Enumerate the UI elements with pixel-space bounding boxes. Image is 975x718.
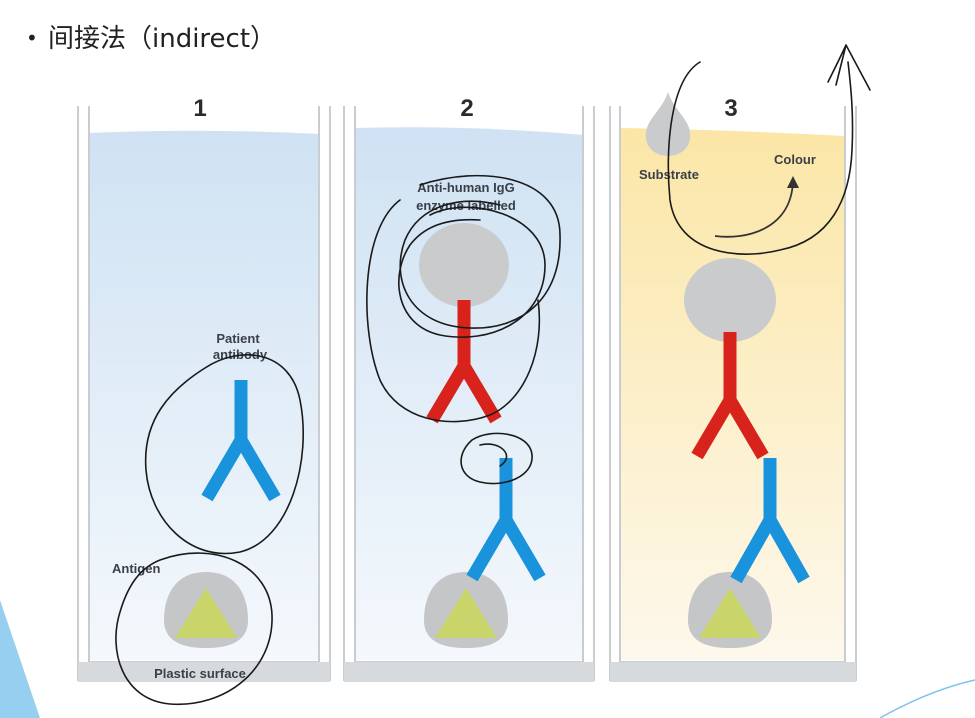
ink-arrow-up [827,44,871,91]
well-3-base [610,662,856,682]
well-2-base [344,662,594,682]
well-1-liquid [89,130,320,660]
antigen-triangle-3 [699,588,761,638]
panel-number-1: 1 [193,95,206,122]
ink-scribble-conjugate-loop [366,199,541,423]
panel-1: 1 Patient antibody Antigen Plastic surfa… [77,95,331,706]
ink-scribble-conjugate-inner [398,206,546,338]
enzyme-2 [419,223,509,307]
panel-2: 2 Anti-human IgG enzyme labelled [343,95,595,682]
antigen-triangle-1 [175,588,237,638]
well-2-liquid [355,127,584,661]
label-conjugate-line2: enzyme labelled [416,198,516,213]
ink-loop-substrate-to-colour [667,61,854,255]
patient-antibody-1 [201,380,281,502]
panel-number-3: 3 [724,95,737,122]
patient-antibody-3 [730,458,810,584]
patient-antibody-2 [466,458,546,582]
conjugate-antibody-3 [691,332,769,460]
label-colour: Colour [774,152,816,167]
conjugate-antibody-2 [426,300,502,424]
label-plastic-surface: Plastic surface [154,666,246,681]
substrate-drop [645,92,691,156]
ink-circle-antibody [144,354,304,555]
colour-arrow [714,179,794,238]
ink-scribble-conjugate-outer [399,174,561,329]
title-text: 间接法（indirect） [48,24,277,54]
panel-3: 3 Substrate Colour [609,44,871,682]
ink-circle-antibody-tip [460,432,533,485]
label-conjugate-line1: Anti-human IgG [417,180,515,195]
slide-accent-right [879,679,975,718]
bullet-marker: • [26,26,38,50]
panel-number-2: 2 [460,95,473,122]
enzyme-3 [684,258,776,342]
ink-circle-antigen [115,552,273,706]
colour-arrowhead [787,176,799,188]
antigen-triangle-2 [435,588,497,638]
label-antigen: Antigen [112,561,160,576]
slide-accent-left [0,600,40,718]
slide-title: • 间接法（indirect） [26,18,276,55]
label-patient-antibody-line1: Patient [216,331,260,346]
well-1-base [78,662,330,682]
